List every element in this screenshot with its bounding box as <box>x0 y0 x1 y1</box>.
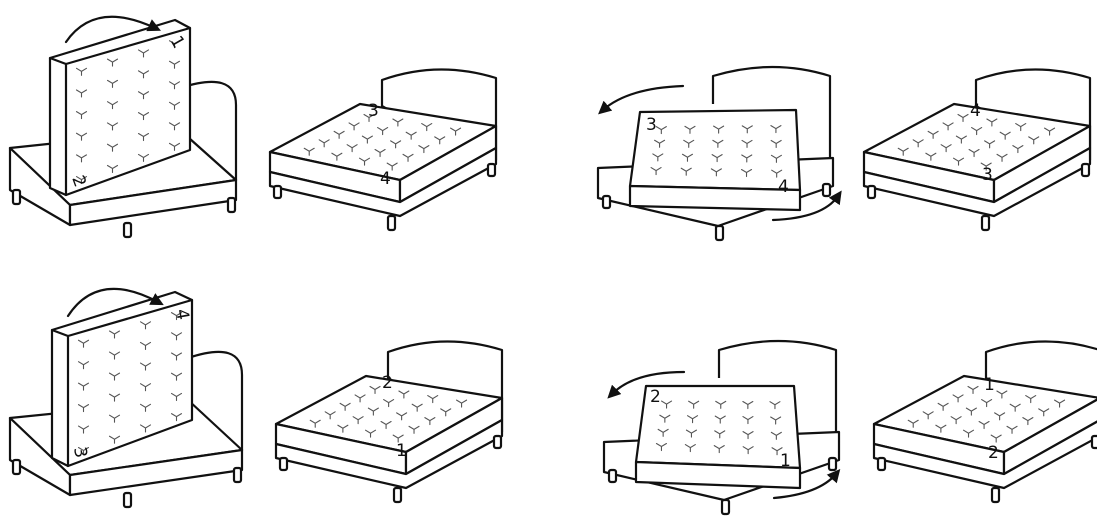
corner-label-top: 4 <box>970 101 981 121</box>
corner-label-top: 3 <box>368 101 379 121</box>
corner-label-bottom: 1 <box>780 451 791 471</box>
panel-r1-final: 4 3 <box>864 69 1090 230</box>
bed <box>864 69 1090 230</box>
corner-label-bottom: 2 <box>988 443 999 463</box>
corner-label-bottom: 4 <box>380 169 391 189</box>
rotate-arrow-top <box>603 86 683 110</box>
bed <box>270 69 496 230</box>
panel-r2-rotate: 2 1 <box>604 341 839 514</box>
panel-r2-final: 1 2 <box>874 341 1097 502</box>
panel-r1-flip: 1 2 <box>10 17 236 237</box>
panel-r1-result: 3 4 <box>270 69 496 230</box>
bed <box>276 341 502 502</box>
panel-r2-flip: 4 3 <box>10 289 242 507</box>
corner-label-top: 1 <box>984 375 995 395</box>
corner-label-bottom: 4 <box>778 177 789 197</box>
panel-r2-result: 2 1 <box>276 341 502 502</box>
bed <box>874 341 1097 502</box>
panel-r1-rotate: 3 4 <box>598 67 838 240</box>
corner-label-top: 2 <box>650 387 661 407</box>
corner-label-bottom: 1 <box>396 441 407 461</box>
corner-label-bottom: 3 <box>982 165 993 185</box>
corner-label-top: 2 <box>382 373 393 393</box>
corner-label-top: 3 <box>646 115 657 135</box>
